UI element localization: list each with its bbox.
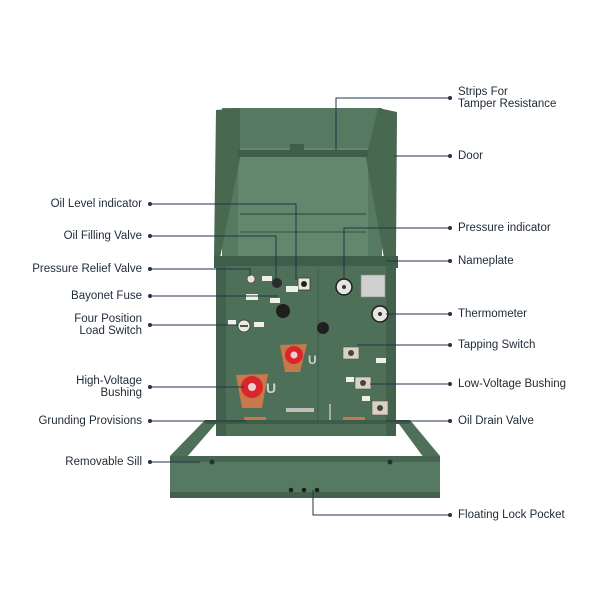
svg-text:U: U — [308, 353, 317, 367]
label-bayonet-fuse: Bayonet Fuse — [71, 290, 142, 302]
label-text: Thermometer — [458, 308, 528, 320]
label-pressure-indicator: Pressure indicator — [458, 222, 551, 234]
label-oil-filling-valve: Oil Filling Valve — [64, 230, 142, 242]
bayonet-fuse-part — [246, 294, 290, 318]
high-voltage-bushing-a — [280, 344, 307, 372]
oil-filling-valve-part — [272, 278, 298, 292]
label-text: Low-Voltage Bushing — [458, 378, 567, 390]
nameplate-plate — [360, 274, 386, 298]
door-tab — [290, 144, 304, 152]
label-strips-for-tamper-resistance: Strips For Tamper Resistance — [458, 86, 556, 110]
label-text: Tamper Resistance — [458, 98, 557, 110]
label-text: High-Voltage — [76, 375, 142, 387]
label-pressure-relief-valve: Pressure Relief Valve — [32, 263, 142, 275]
label-removable-sill: Removable Sill — [65, 456, 142, 468]
label-nameplate: Nameplate — [458, 255, 514, 267]
label-oil-drain-valve: Oil Drain Valve — [458, 415, 534, 427]
label-text: Load Switch — [79, 325, 142, 337]
label-grunding-provisions: Grunding Provisions — [38, 415, 142, 427]
label-text: Floating Lock Pocket — [458, 509, 565, 521]
label-low-voltage-bushing: Low-Voltage Bushing — [458, 378, 566, 390]
label-text: Door — [458, 150, 483, 162]
label-text: Bushing — [100, 387, 142, 399]
label-text: Tapping Switch — [458, 339, 536, 351]
label-text: Strips For — [458, 86, 508, 98]
label-text: Nameplate — [458, 255, 514, 267]
label-floating-lock-pocket: Floating Lock Pocket — [458, 509, 565, 521]
svg-text:U: U — [266, 380, 276, 396]
label-door: Door — [458, 150, 483, 162]
label-text: Oil Filling Valve — [63, 230, 142, 242]
label-text: Pressure Relief Valve — [32, 263, 142, 275]
tamper-strip-right — [366, 108, 397, 258]
low-voltage-bushing-part — [346, 358, 389, 416]
thermometer-gauge — [371, 305, 389, 323]
high-voltage-bushing-b — [236, 374, 268, 408]
knob — [317, 322, 329, 334]
label-text: Pressure indicator — [458, 222, 551, 234]
label-text: Removable Sill — [65, 456, 142, 468]
label-high-voltage-bushing: High-Voltage Bushing — [76, 375, 142, 399]
load-switch-part — [228, 319, 264, 333]
leader-lines — [150, 97, 450, 516]
label-oil-level-indicator: Oil Level indicator — [51, 198, 142, 210]
tapping-switch-part — [342, 346, 360, 360]
leader-dots — [148, 96, 452, 517]
label-text: Four Position — [74, 313, 142, 325]
door — [214, 108, 398, 268]
label-text: Oil Level indicator — [50, 198, 142, 210]
label-four-position-load-switch: Four Position Load Switch — [74, 313, 142, 337]
label-text: Oil Drain Valve — [458, 415, 534, 427]
label-thermometer: Thermometer — [458, 308, 527, 320]
removable-sill-frame — [170, 420, 440, 498]
floating-lock-pocket-part — [288, 487, 320, 493]
tamper-strip-left — [214, 108, 240, 258]
label-text: Grunding Provisions — [38, 415, 142, 427]
oil-level-indicator-gauge — [297, 277, 311, 291]
pressure-relief-valve-part — [246, 274, 272, 284]
label-text: Bayonet Fuse — [71, 290, 142, 302]
label-tapping-switch: Tapping Switch — [458, 339, 535, 351]
pressure-indicator-gauge — [335, 278, 353, 296]
